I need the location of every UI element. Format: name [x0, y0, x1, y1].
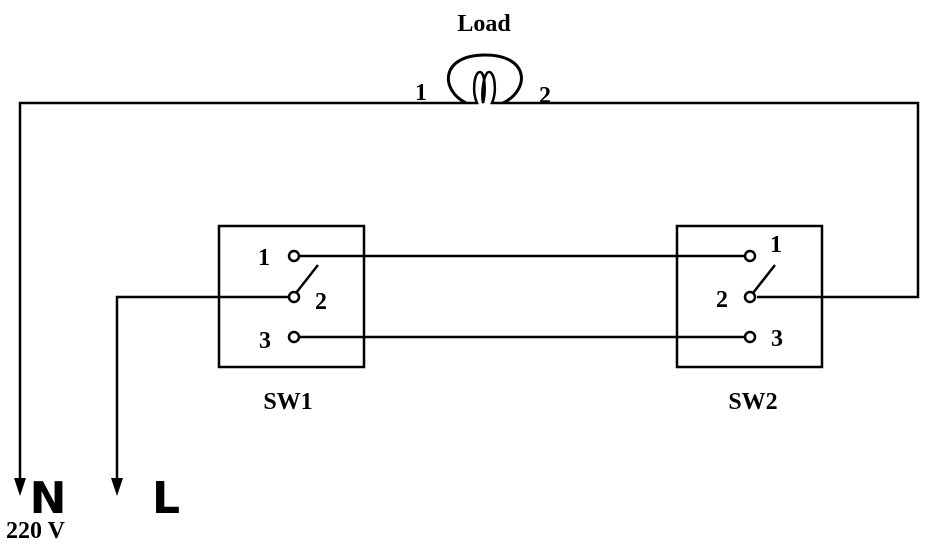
sw1-terminal-2-dot [287, 290, 301, 304]
live-label: L [152, 473, 180, 524]
load-terminal-2-label: 2 [539, 83, 551, 109]
sw1-terminal-1-dot [287, 249, 301, 263]
sw2-terminal-3-label: 3 [771, 326, 783, 352]
sw2-terminal-2-dot [743, 290, 757, 304]
sw2-label: SW2 [728, 389, 777, 415]
sw1-terminal-1-label: 1 [258, 245, 270, 271]
lamp-bulb-outline [446, 53, 523, 105]
sw1-terminal-3-dot [287, 330, 301, 344]
wire-live-to-sw1 [115, 295, 293, 478]
load-label: Load [457, 11, 511, 37]
voltage-label: 220 V [6, 518, 66, 544]
sw2-switch-lever [752, 264, 776, 294]
neutral-label: N [30, 473, 67, 524]
sw1-label: SW1 [263, 389, 312, 415]
sw2-terminal-2-label: 2 [716, 287, 728, 313]
sw1-switch-lever [295, 264, 319, 294]
wire-load-to-sw2 [503, 101, 920, 299]
load-terminal-1-label: 1 [415, 80, 427, 106]
sw2-terminal-1-dot [743, 249, 757, 263]
load-lamp [446, 53, 523, 105]
sw1-box [217, 224, 366, 369]
lamp-filament [466, 70, 503, 105]
live-arrow-icon [111, 478, 123, 496]
wire-neutral-to-load [18, 101, 466, 478]
sw1-terminal-2-label: 2 [315, 289, 327, 315]
neutral-arrow-icon [14, 478, 26, 496]
sw1-terminal-3-label: 3 [259, 328, 271, 354]
sw2-box [675, 224, 824, 369]
sw2-terminal-3-dot [743, 330, 757, 344]
sw2-terminal-1-label: 1 [770, 232, 782, 258]
